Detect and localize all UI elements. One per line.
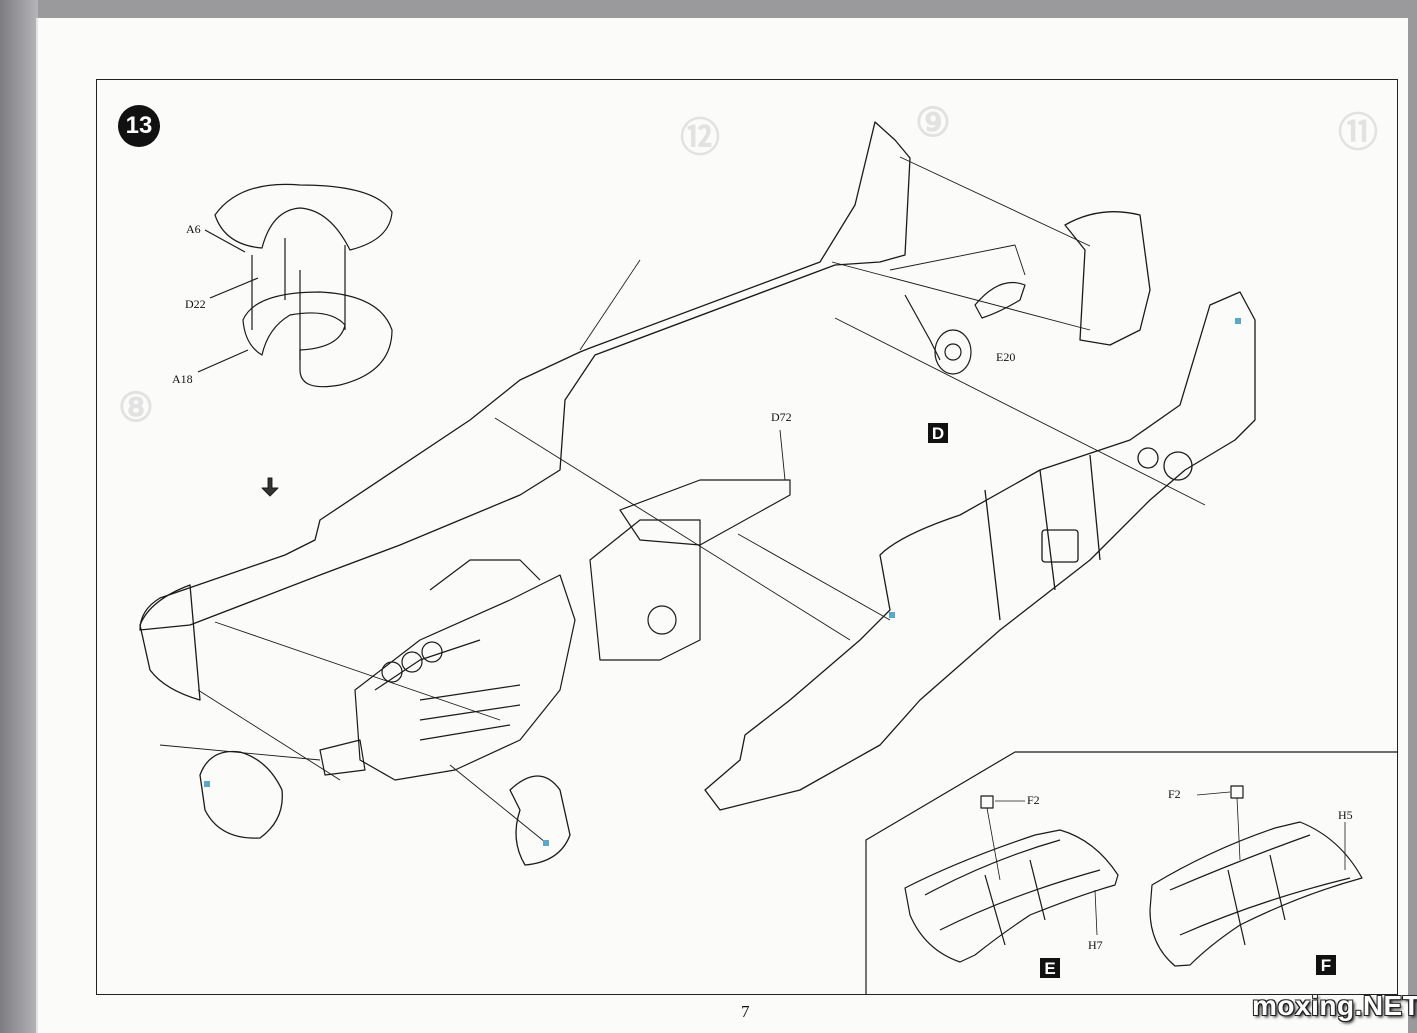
callout-f2-right: F2 — [1168, 787, 1181, 801]
ghost-showthrough: ⑨ — [915, 101, 951, 145]
panel-e — [904, 795, 1119, 963]
watermark-logo: moxing.NET — [1252, 990, 1417, 1021]
callout-f2-left: F2 — [1027, 793, 1040, 807]
callout-d72: D72 — [771, 410, 792, 424]
callout-d22: D22 — [185, 297, 206, 311]
callout-e20: E20 — [996, 350, 1016, 364]
page-number: 7 — [741, 1002, 750, 1021]
ghost-showthrough: ⑧ — [118, 386, 154, 430]
callout-a6: A6 — [186, 222, 201, 236]
fuselage-half — [139, 121, 1256, 866]
scan-shadow-left — [0, 0, 38, 1033]
subassembly-d-tag: D — [928, 423, 948, 443]
panel-f — [1149, 785, 1363, 967]
tailwheel-part — [904, 281, 1026, 375]
instruction-page — [36, 18, 1408, 1033]
callout-h7: H7 — [1088, 938, 1103, 952]
attachment-markers — [204, 318, 1241, 846]
callout-h5: H5 — [1338, 808, 1353, 822]
inset-frame — [865, 751, 1398, 995]
ghost-showthrough: ⑪ — [1338, 111, 1378, 155]
subassembly-f-tag: F — [1316, 955, 1336, 975]
callout-a18: A18 — [172, 372, 193, 386]
step-number-badge: 13 — [118, 105, 160, 147]
ghost-showthrough: ⑫ — [680, 116, 720, 160]
engine-ring-part — [197, 183, 393, 388]
engine-part — [319, 479, 791, 781]
subassembly-e-tag: E — [1040, 958, 1060, 978]
step-frame — [96, 79, 1398, 995]
assembly-arrows — [159, 156, 1206, 843]
